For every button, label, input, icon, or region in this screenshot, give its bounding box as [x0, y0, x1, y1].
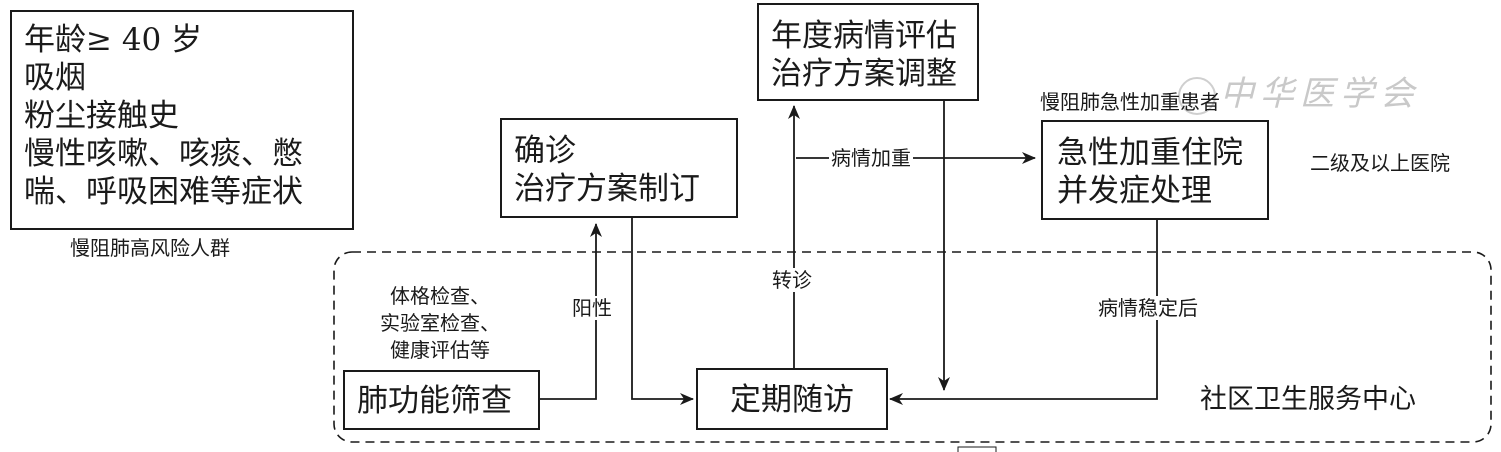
- stable-label: 病情稳定后: [1096, 296, 1200, 320]
- high-risk-line: 喘、呼吸困难等症状: [24, 174, 303, 210]
- exam-label: 体格检查、 实验室检查、 健康评估等: [366, 283, 514, 364]
- hospital-caption: 慢阻肺急性加重患者: [1040, 90, 1220, 114]
- followup-line: 定期随访: [730, 382, 854, 418]
- exam-line: 实验室检查、: [380, 311, 500, 335]
- watermark-seal-icon: [1178, 77, 1216, 115]
- diagnosis-line: 治疗方案制订: [514, 171, 700, 207]
- positive-label: 阳性: [570, 296, 614, 320]
- watermark: 中华医学会: [1178, 66, 1420, 115]
- arrow-diagnosis-to-followup: [631, 217, 694, 405]
- annual-line: 年度病情评估: [771, 18, 957, 54]
- hospital-line: 并发症处理: [1057, 173, 1212, 209]
- hospital-line: 急性加重住院: [1057, 135, 1243, 171]
- high-risk-line: 吸烟: [24, 60, 86, 96]
- high-risk-line: 慢性咳嗽、咳痰、憋: [24, 136, 303, 172]
- annual-assessment-box: 年度病情评估 治疗方案调整: [757, 3, 979, 101]
- screening-box: 肺功能筛查: [343, 370, 540, 430]
- diagnosis-line: 确诊: [514, 133, 576, 169]
- community-center-label: 社区卫生服务中心: [1200, 384, 1416, 415]
- screening-line: 肺功能筛查: [357, 383, 512, 419]
- exam-line: 健康评估等: [390, 338, 490, 362]
- worsening-label: 病情加重: [829, 146, 913, 170]
- arrow-screening-to-diagnosis: [540, 223, 602, 400]
- diagnosis-box: 确诊 治疗方案制订: [500, 118, 738, 218]
- annual-line: 治疗方案调整: [771, 56, 957, 92]
- arrow-hospital-to-followup: [889, 219, 1158, 405]
- community-region: [333, 251, 1492, 443]
- high-risk-box: 年龄≥ 40 岁 吸烟 粉尘接触史 慢性咳嗽、咳痰、憋 喘、呼吸困难等症状: [10, 10, 354, 230]
- high-risk-line: 粉尘接触史: [24, 98, 179, 134]
- referral-label: 转诊: [770, 268, 814, 292]
- secondary-hospital-label: 二级及以上医院: [1310, 151, 1450, 175]
- followup-box: 定期随访: [696, 368, 888, 430]
- exam-line: 体格检查、: [390, 284, 490, 308]
- hospital-box: 急性加重住院 并发症处理: [1041, 120, 1269, 220]
- high-risk-caption: 慢阻肺高风险人群: [70, 236, 230, 260]
- high-risk-line: 年龄≥ 40 岁: [24, 22, 203, 58]
